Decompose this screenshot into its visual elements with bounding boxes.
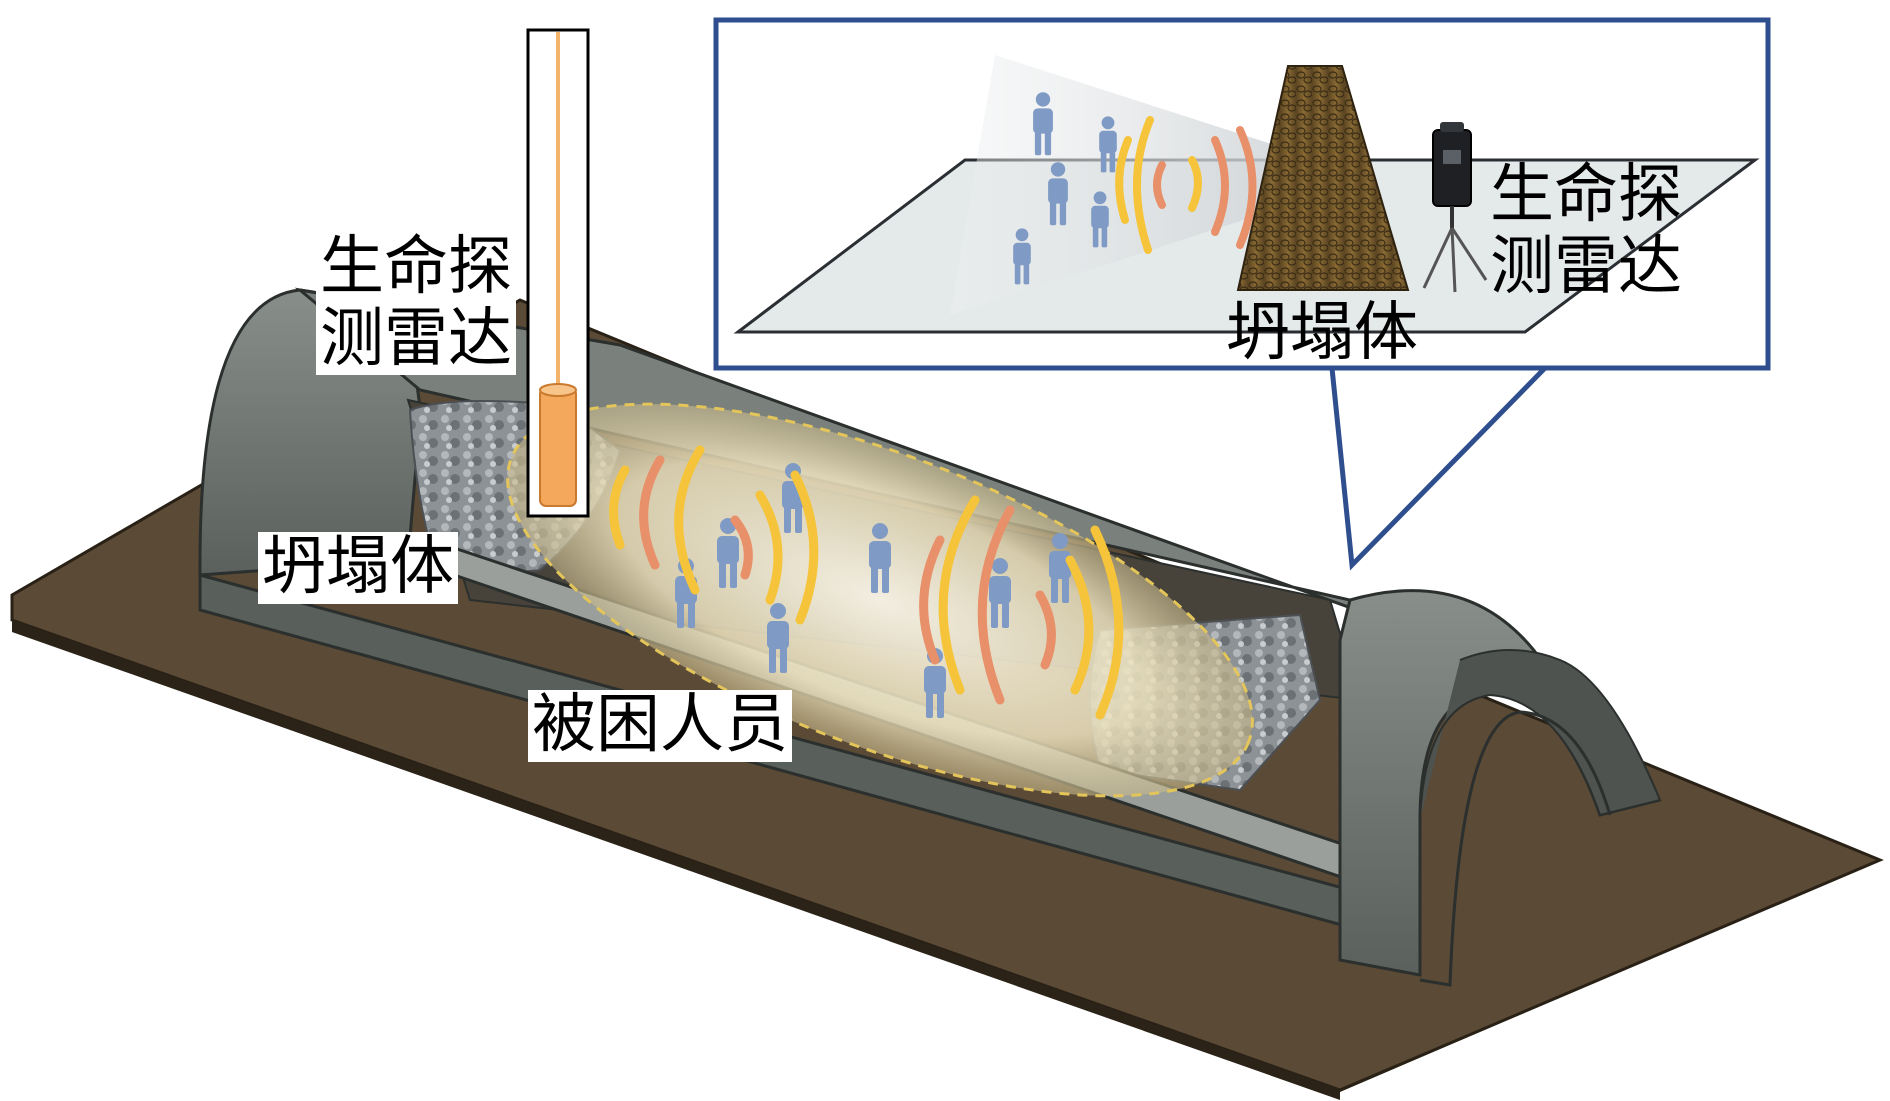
inset-signal-waves (1115, 116, 1257, 254)
inset-collapse-pile (1236, 65, 1410, 291)
label-collapse-body: 坍塌体 (258, 531, 458, 604)
inset-panel (713, 17, 1771, 571)
signal-waves-left (609, 445, 819, 625)
inset-label-collapse-body: 坍塌体 (1226, 296, 1418, 370)
detection-zone (506, 402, 1254, 798)
inset-label-life-detection-radar: 生命探 测雷达 (1486, 158, 1686, 304)
label-life-detection-radar: 生命探 测雷达 (316, 230, 516, 376)
label-trapped-people: 被困人员 (528, 689, 792, 762)
label-life-detection-radar-line1: 生命探 (320, 230, 512, 304)
signal-waves-right (919, 495, 1124, 720)
label-life-detection-radar-line2: 测雷达 (320, 301, 512, 376)
inset-radar-device (1422, 122, 1488, 293)
inset-label-radar-line2: 测雷达 (1490, 229, 1682, 304)
radar-probe-vertical (526, 28, 590, 518)
inset-label-radar-line1: 生命探 (1490, 158, 1682, 232)
